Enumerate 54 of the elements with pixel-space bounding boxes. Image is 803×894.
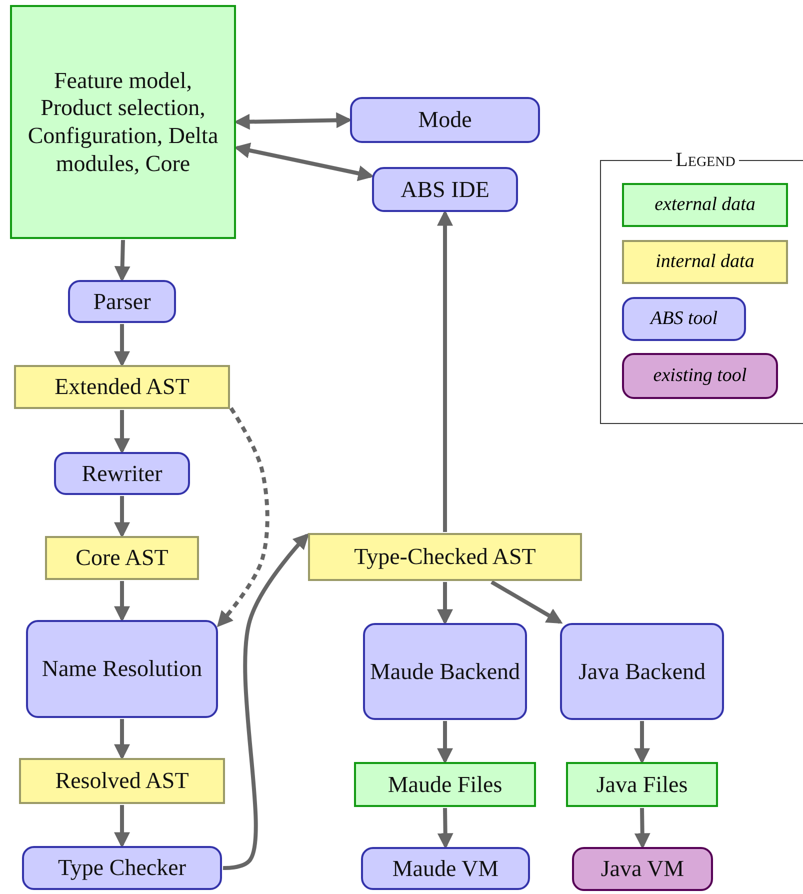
- arrow: [634, 721, 650, 764]
- tool-box: [26, 620, 218, 718]
- legend-label: internal data: [656, 251, 754, 273]
- tool-box: [572, 847, 713, 891]
- node-label: Extended AST: [54, 373, 190, 401]
- node-label: Feature model, Product selection, Configuration, Delta modules, Core: [26, 66, 220, 178]
- node-label: Maude Backend: [368, 658, 522, 686]
- arrow: [634, 808, 650, 850]
- arrow: [114, 496, 130, 538]
- node-label: Java Backend: [577, 658, 707, 686]
- arrow: [437, 808, 454, 850]
- data-box: [19, 758, 225, 804]
- data-box: [14, 365, 230, 409]
- arrow: [437, 582, 453, 626]
- legend-label: ABS tool: [650, 308, 718, 330]
- node-label: Parser: [92, 288, 152, 316]
- legend-label: existing tool: [653, 365, 747, 387]
- arrow: [437, 210, 453, 532]
- arrow: [114, 719, 130, 760]
- tool-box: [22, 846, 222, 890]
- node-label: Type-Checked AST: [353, 543, 537, 571]
- node-label: Java Files: [595, 770, 689, 798]
- arrow: [490, 580, 563, 624]
- data-box: [354, 762, 536, 807]
- node-label: Resolved AST: [54, 767, 190, 795]
- node-label: Mode: [417, 106, 473, 134]
- node-label: Maude VM: [391, 854, 500, 882]
- node-label: Rewriter: [80, 460, 164, 488]
- node-label: ABS IDE: [400, 176, 490, 204]
- tool-box: [350, 97, 540, 143]
- node-label: Core AST: [74, 544, 170, 572]
- legend-label: external data: [654, 194, 756, 216]
- node-label: Name Resolution: [40, 655, 204, 683]
- tool-box: [560, 623, 724, 720]
- data-box: [45, 536, 199, 580]
- tool-box: [54, 452, 190, 495]
- arrow: [437, 721, 453, 764]
- data-box: [10, 5, 236, 239]
- tool-box: [68, 280, 176, 323]
- arrow: [216, 407, 270, 628]
- tool-box: [363, 623, 527, 720]
- arrow: [223, 533, 310, 870]
- arrow: [114, 240, 130, 282]
- data-box: [566, 762, 718, 807]
- node-label: Java VM: [600, 855, 686, 883]
- arrow: [114, 410, 130, 454]
- arrow: [114, 805, 130, 848]
- data-box: [308, 533, 582, 581]
- tool-box: [361, 847, 530, 890]
- node-label: Maude Files: [386, 770, 504, 798]
- tool-box: [372, 167, 518, 212]
- arrow: [114, 581, 130, 622]
- arrow: [114, 324, 130, 368]
- node-label: Type Checker: [56, 854, 188, 882]
